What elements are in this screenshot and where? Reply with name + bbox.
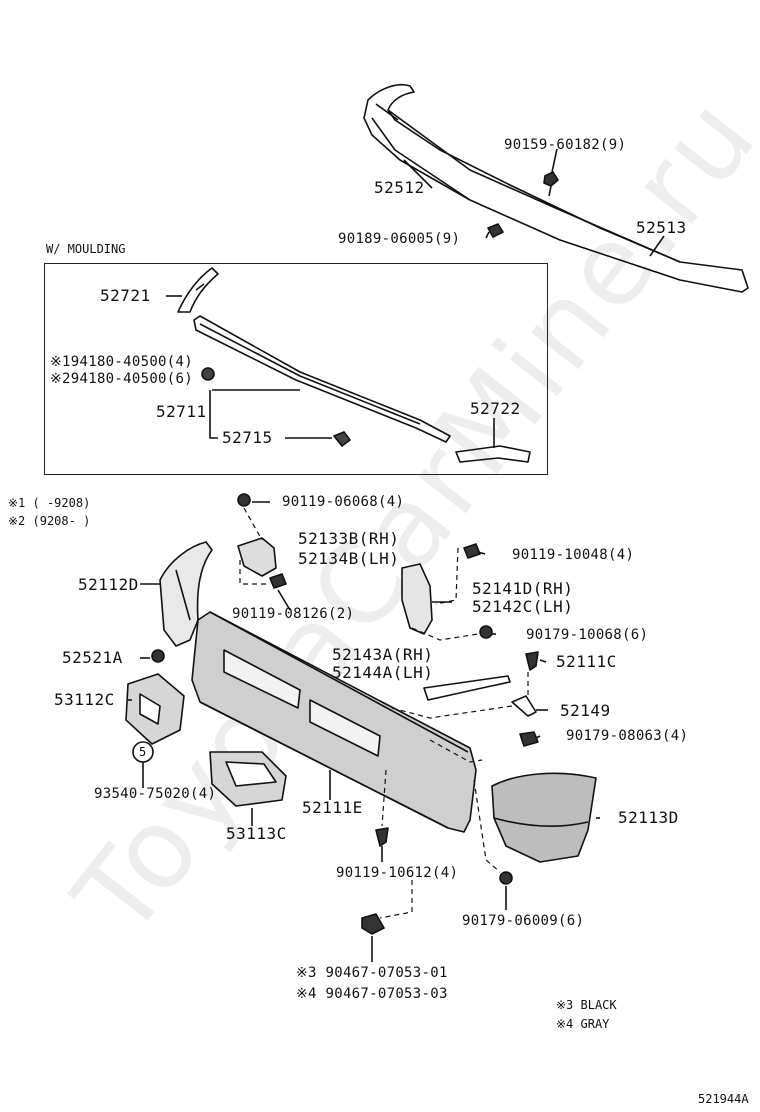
label-52143a: 52143A(RH) — [332, 645, 434, 664]
label-52711: 52711 — [156, 402, 207, 421]
clip-52111c-icon — [525, 651, 539, 671]
label-52141d: 52141D(RH) — [472, 579, 574, 598]
part-52143a-stay — [423, 675, 511, 701]
bolt-90119-10612-icon — [375, 827, 389, 847]
clip-90159-icon — [543, 171, 559, 197]
bolt-90119-08126-icon — [269, 573, 287, 589]
label-90179-10068: 90179-10068(6) — [526, 627, 649, 643]
part-52721-end-cap — [177, 267, 219, 313]
label-90467-07053-03: ※4 90467-07053-03 — [296, 986, 448, 1002]
clip-52521a-icon — [151, 649, 165, 663]
nut-90179-08063-icon — [519, 731, 539, 747]
note-1: ※1 ( -9208) — [8, 496, 91, 510]
label-90119-06068: 90119-06068(4) — [282, 494, 405, 510]
label-52512: 52512 — [374, 178, 425, 197]
label-52715: 52715 — [222, 428, 273, 447]
clip-90189-icon — [487, 223, 504, 238]
label-52142c: 52142C(LH) — [472, 597, 574, 616]
note-4: ※4 GRAY — [556, 1017, 610, 1031]
label-52144a: 52144A(LH) — [332, 663, 434, 682]
part-52149-bracket — [511, 695, 537, 717]
moulding-header: W/ MOULDING — [46, 242, 126, 256]
label-52721: 52721 — [100, 286, 151, 305]
label-52722: 52722 — [470, 399, 521, 418]
label-52521a: 52521A — [62, 648, 123, 667]
label-90189-06005: 90189-06005(9) — [338, 231, 461, 247]
note-2: ※2 (9208- ) — [8, 514, 91, 528]
label-90179-06009: 90179-06009(6) — [462, 913, 585, 929]
label-90467-07053-01: ※3 90467-07053-01 — [296, 965, 448, 981]
cap-90467-icon — [361, 913, 385, 935]
label-94180-40500-6: ※294180-40500(6) — [50, 371, 193, 387]
label-90159-60182: 90159-60182(9) — [504, 137, 627, 153]
part-52711-moulding — [193, 315, 451, 443]
label-52513: 52513 — [636, 218, 687, 237]
label-53112c: 53112C — [54, 690, 115, 709]
part-52141d-stay — [401, 563, 433, 635]
bolt-90119-06068-icon — [237, 493, 251, 507]
label-52134b: 52134B(LH) — [298, 549, 400, 568]
part-52133b-bracket — [237, 537, 277, 577]
label-52111c: 52111C — [556, 652, 617, 671]
label-52133b: 52133B(RH) — [298, 529, 400, 548]
clip-52715-icon — [333, 431, 351, 447]
part-52512-panel — [363, 84, 749, 293]
bolt-90119-10048-icon — [463, 543, 481, 559]
label-93540-75020: 93540-75020(4) — [94, 786, 217, 802]
figure-id: 521944A — [698, 1092, 749, 1106]
label-90119-10048: 90119-10048(4) — [512, 547, 635, 563]
part-52722-end-cap — [455, 445, 531, 463]
circle-5-label: 5 — [139, 745, 147, 759]
moulding-variant-box — [44, 263, 548, 475]
clip-94180-icon — [201, 367, 215, 381]
label-90179-08063: 90179-08063(4) — [566, 728, 689, 744]
label-52113d: 52113D — [618, 808, 679, 827]
label-94180-40500-4: ※194180-40500(4) — [50, 354, 193, 370]
note-3: ※3 BLACK — [556, 998, 617, 1012]
label-53113c: 53113C — [226, 824, 287, 843]
nut-90179-06009-icon — [499, 871, 513, 885]
nut-90179-10068-icon — [479, 625, 493, 639]
part-52113d-end-cap — [491, 772, 597, 863]
label-90119-08126: 90119-08126(2) — [232, 606, 355, 622]
label-52112d: 52112D — [78, 575, 139, 594]
label-52111e: 52111E — [302, 798, 363, 817]
label-90119-10612: 90119-10612(4) — [336, 865, 459, 881]
label-52149: 52149 — [560, 701, 611, 720]
